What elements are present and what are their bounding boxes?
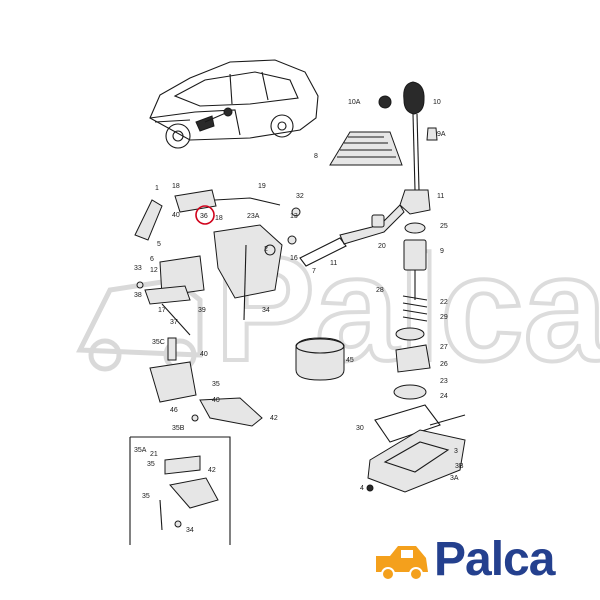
ball-socket-icon: [404, 222, 426, 234]
brand-name: Palca: [434, 533, 555, 586]
screw-icon: [366, 484, 374, 492]
knob-clip-icon: [426, 127, 438, 141]
shift-bracket-icon: [149, 361, 197, 403]
inset-bracket-icon: [164, 455, 201, 475]
housing-cap-icon: [395, 344, 431, 373]
knob-insert-icon: [378, 95, 392, 109]
bearing-plate-icon: [395, 327, 425, 341]
grease-tin-icon: [295, 337, 345, 381]
callout-label: 4: [360, 485, 364, 492]
callout-label: 35C: [152, 339, 165, 346]
shift-assembly: [299, 81, 466, 493]
callout-label: 37: [170, 319, 178, 326]
callout-label: 34: [186, 527, 194, 534]
car-illustration: [149, 59, 319, 149]
callout-label: 23: [440, 378, 448, 385]
callout-label: 23A: [247, 213, 260, 220]
callout-label: 24: [440, 393, 448, 400]
callout-label: 35: [142, 493, 150, 500]
callout-label: 42: [208, 467, 216, 474]
gasket-icon: [374, 404, 441, 443]
callout-label: 39: [198, 307, 206, 314]
highlight-ring: [195, 205, 215, 225]
callout-label: 3B: [455, 463, 464, 470]
callout-label: 11: [437, 193, 444, 200]
callout-label: 11: [330, 260, 337, 267]
callout-label: 8: [314, 153, 318, 160]
callout-label: 7: [312, 268, 316, 275]
callout-label: 30: [356, 425, 364, 432]
guide-sleeve-icon: [403, 239, 427, 271]
callout-label: 40: [172, 212, 180, 219]
callout-label: 27: [440, 344, 448, 351]
callout-label: 35: [212, 381, 220, 388]
callout-label: 28: [376, 287, 384, 294]
coupling-icon: [159, 255, 205, 297]
callout-label: 17: [158, 307, 166, 314]
callout-label: 10A: [348, 99, 361, 106]
callout-label: 25: [440, 223, 448, 230]
callout-label: 5: [157, 241, 161, 248]
spring-icon: [402, 295, 428, 322]
callout-label: 13: [290, 213, 298, 220]
callout-labels: 10A 10 9A 8 11 1 18 19 32 40 36 18 23A 1…: [134, 99, 464, 534]
relay-lever-icon: [134, 199, 163, 241]
callout-label: 42: [270, 415, 278, 422]
selector-rod-icon: [161, 303, 191, 336]
callout-label: 35A: [134, 447, 147, 454]
base-plate-icon: [393, 384, 427, 400]
callout-label: 34: [262, 307, 270, 314]
callout-label: 26: [440, 361, 448, 368]
callout-label: 38: [134, 292, 142, 299]
pivot-pin-icon: [243, 244, 247, 321]
inset-lever-icon: [169, 477, 219, 509]
callout-label: 29: [440, 314, 448, 321]
callout-label: 32: [296, 193, 304, 200]
truck-icon: [376, 546, 428, 581]
detail-inset: [129, 436, 231, 545]
shift-knob-icon: [403, 81, 425, 115]
callout-label: 40: [212, 397, 220, 404]
callout-label: 12: [150, 267, 158, 274]
bolt-strip-icon: [429, 414, 466, 426]
callout-label: 45: [346, 357, 354, 364]
callout-label: 35: [147, 461, 155, 468]
callout-label: 1: [155, 185, 159, 192]
gearshift-housing-icon: [213, 224, 283, 299]
callout-label: 10: [433, 99, 441, 106]
callout-label: 46: [170, 407, 178, 414]
shift-lever-icon: [412, 113, 416, 191]
palca-logo: Palca: [372, 533, 582, 588]
callout-label: 9A: [437, 131, 446, 138]
lever-joint-icon: [399, 189, 431, 215]
linkage-assembly: [134, 189, 345, 427]
callout-label: 35B: [172, 425, 185, 432]
selector-lever-icon: [199, 397, 263, 427]
callout-label: 36: [200, 213, 208, 220]
callout-label: 21: [150, 451, 158, 458]
lever-housing-icon: [367, 429, 466, 493]
callout-label: 22: [440, 299, 448, 306]
callout-label: 18: [215, 215, 223, 222]
callout-label: 40: [200, 351, 208, 358]
callout-label: 19: [258, 183, 266, 190]
callout-label: 9: [440, 248, 444, 255]
callout-label: 16: [290, 255, 298, 262]
callout-label: 20: [378, 243, 386, 250]
bracket-icon: [174, 189, 217, 213]
callout-label: 2: [264, 246, 268, 253]
callout-label: 33: [134, 265, 142, 272]
callout-label: 3A: [450, 475, 459, 482]
callout-label: 6: [150, 256, 154, 263]
callout-label: 3: [454, 448, 458, 455]
callout-label: 18: [172, 183, 180, 190]
